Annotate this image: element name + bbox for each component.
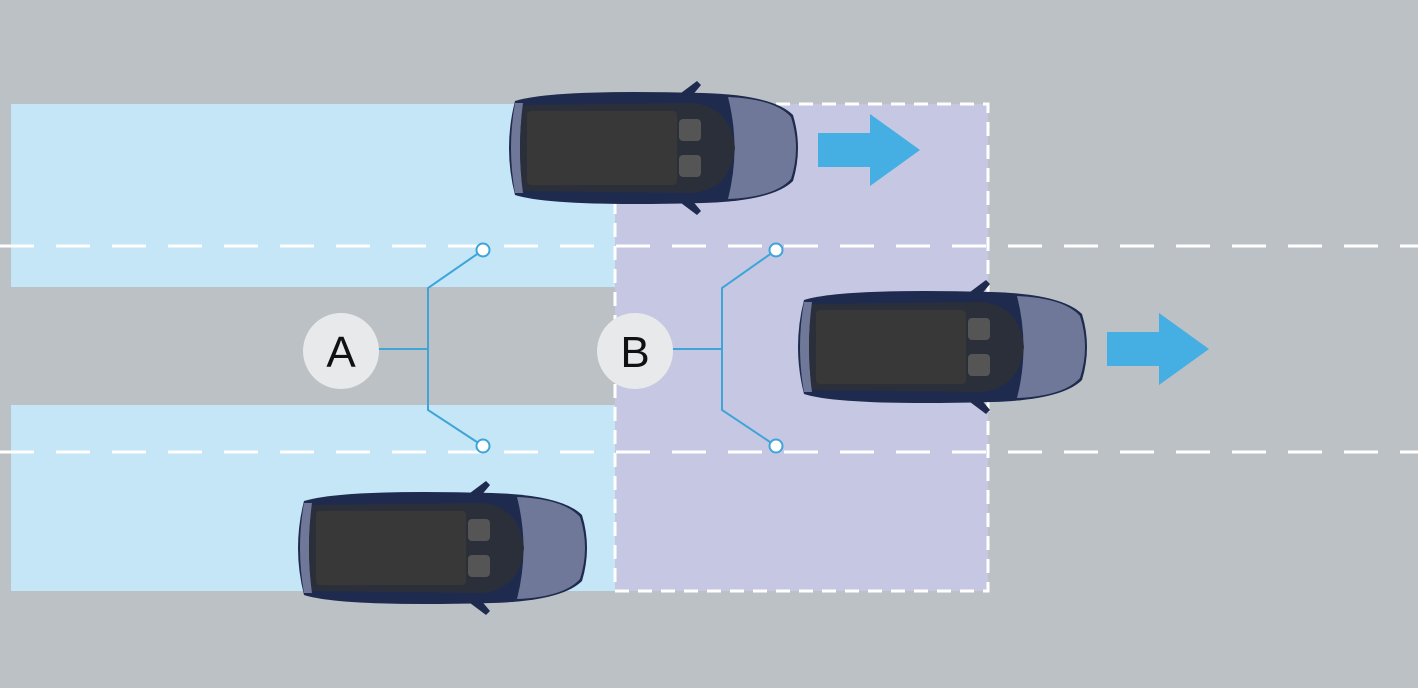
car-top <box>509 81 798 215</box>
zone-a-label-text: A <box>326 328 356 377</box>
zone-a-label: A <box>303 313 379 389</box>
connector-b <box>672 242 784 454</box>
zone-b-label: B <box>597 313 673 389</box>
car-middle <box>798 280 1087 414</box>
zone-b-label-text: B <box>620 328 649 377</box>
car-bottom <box>298 481 587 615</box>
connector-a <box>378 242 491 454</box>
